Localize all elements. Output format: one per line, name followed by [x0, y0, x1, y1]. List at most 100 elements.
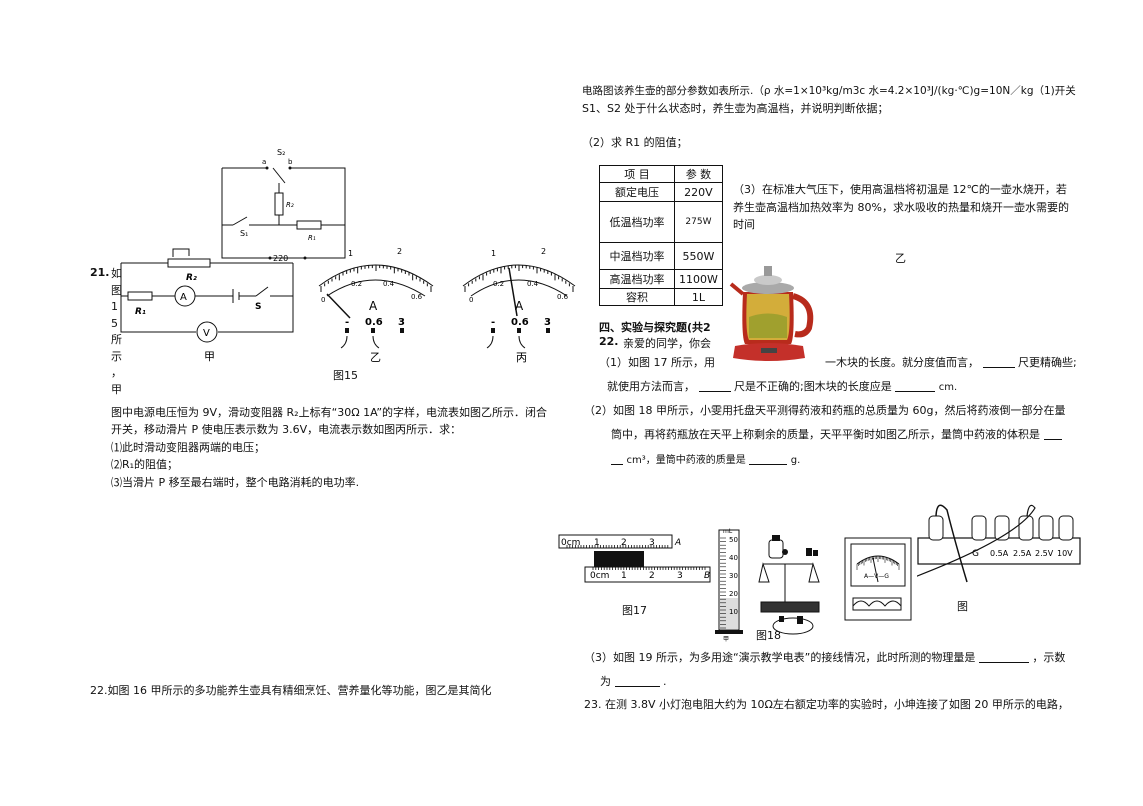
q21-vchar: 1: [111, 300, 118, 313]
label-switch: S: [255, 302, 261, 312]
meter-bing-top-1: 1: [491, 249, 496, 258]
ruler-a-tick-1: 1: [594, 538, 600, 548]
q21-vchar: ，: [111, 366, 122, 379]
figure18-caption: 图18: [756, 629, 781, 642]
table-cell: 1100W: [674, 269, 723, 289]
label-r1-upper: R₁: [308, 234, 316, 242]
q22-3-c: 为: [600, 675, 611, 688]
rulers-figure17: 0cm 1 2 3 A 0cm 1 2 3 B: [558, 534, 711, 583]
meter-bing-b1: 0.2: [493, 280, 504, 288]
q22-1-line: 一木块的长度。就分度值而言， 尺更精确些;: [825, 354, 1077, 370]
meter-yi-b3: 0.6: [411, 293, 423, 301]
meter-yi-caption: 乙: [370, 351, 381, 364]
ruler-a-tick-2: 2: [621, 538, 627, 548]
parameter-table: 项 目 参 数 额定电压 220V 低温档功率 275W 中温档功率 550W …: [599, 165, 723, 306]
table-header-item: 项 目: [599, 165, 675, 183]
cylinder-tick-40: 40: [729, 554, 738, 562]
cylinder-tick-10: 10: [729, 608, 738, 616]
terminal-2-5v: 2.5V: [1035, 549, 1054, 558]
ruler-b-unit: 0cm: [590, 571, 609, 581]
label-b: b: [288, 158, 293, 166]
cylinder-tick-30: 30: [729, 572, 738, 580]
q22-3-line2: 为 .: [600, 673, 667, 689]
q21-vertical-text: 如 图 1 5 所 示 ， 甲: [111, 266, 123, 398]
q21-vchar: 5: [111, 316, 118, 330]
q21-vchar: 所: [111, 333, 122, 346]
table-header-param: 参 数: [674, 165, 723, 183]
ruler-a-unit: 0cm: [561, 538, 580, 548]
blank-length[interactable]: [895, 380, 936, 392]
terminal-g: G: [972, 549, 979, 559]
table-cell: 额定电压: [599, 182, 675, 202]
ruler-b-label: B: [704, 571, 710, 581]
cylinder-tick-50: 50: [729, 536, 738, 544]
table-cell: 220V: [674, 182, 723, 202]
table-cell: 高温档功率: [599, 269, 675, 289]
q22-2-c: cm³，量筒中药液的质量是: [626, 455, 746, 466]
yi-label: 乙: [895, 252, 906, 265]
blank-mass[interactable]: [749, 453, 788, 465]
cylinder-balance-figure18: mL 50 40 30 20 10 甲: [715, 528, 820, 642]
ruler-a-label: A: [674, 538, 681, 548]
demo-meter-figure19: A—V—G: [844, 537, 912, 621]
q22-1-f: cm.: [938, 382, 958, 393]
q22-start: 亲爱的同学，你会: [623, 337, 711, 350]
table-cell: 275W: [674, 201, 723, 243]
ruler-b-tick-2: 2: [649, 571, 655, 581]
meter-bing-t1: -: [491, 317, 495, 328]
blank-quantity[interactable]: [978, 651, 1029, 663]
figure17-caption: 图17: [622, 604, 647, 617]
q22-1-d: 就使用方法而言，: [607, 380, 695, 393]
section4-heading: 四、实验与探究题(共2: [599, 321, 711, 334]
figure15-caption: 图15: [333, 369, 358, 382]
meter-yi-zero: 0: [321, 296, 325, 304]
terminal-2-5a: 2.5A: [1013, 549, 1032, 558]
figure19-caption: 图: [957, 600, 968, 613]
table-cell: 1L: [674, 288, 723, 306]
q22-number: 22.: [599, 335, 619, 348]
terminal-10v: 10V: [1057, 549, 1073, 558]
label-a: a: [262, 158, 266, 166]
meter-yi-b1: 0.2: [351, 280, 362, 288]
q22-1-e: 尺是不正确的;图木块的长度应是: [734, 380, 892, 393]
meter-bing-top-2: 2: [541, 247, 546, 256]
blank-incorrect-ruler[interactable]: [698, 380, 731, 392]
label-220: 220: [273, 254, 288, 263]
meter-bing-unit: A: [515, 299, 524, 313]
blank-volume-cont[interactable]: [611, 453, 623, 465]
meter-yi-top-2: 2: [397, 247, 402, 256]
meter-bing-b3: 0.6: [557, 293, 569, 301]
q21-line-4: ⑵R₁的阻值；: [111, 458, 179, 471]
q22-2-d: g.: [790, 455, 801, 466]
cylinder-unit: mL: [723, 528, 733, 535]
q22-3-d: .: [663, 675, 667, 688]
ruler-b-tick-3: 3: [677, 571, 683, 581]
q22-2-a: （2）如图 18 甲所示，小雯用托盘天平测得药液和药瓶的总质量为 60g，然后将…: [584, 404, 1066, 417]
meter-yi-top-1: 1: [348, 249, 353, 258]
circuit-jia-diagram: R₂ R₁ A V S 甲: [120, 248, 294, 363]
q21-number: 21.: [90, 266, 110, 279]
label-r1: R₁: [135, 307, 146, 317]
q21-line-3: ⑴此时滑动变阻器两端的电压；: [111, 441, 265, 454]
meter-yi-t1: -: [345, 317, 349, 328]
cylinder-caption: 甲: [723, 636, 729, 642]
blank-precise-ruler[interactable]: [982, 356, 1015, 368]
q23-line: 23. 在测 3.8V 小灯泡电阻大约为 10Ω左右额定功率的实验时，小坤连接了…: [584, 698, 1069, 711]
blank-reading[interactable]: [614, 675, 660, 687]
table-cell: 低温档功率: [599, 201, 675, 243]
q22-1-c: 尺更精确些;: [1018, 356, 1077, 369]
blank-volume[interactable]: [1043, 428, 1062, 440]
q21-vchar: 示: [111, 349, 122, 363]
q3-line-2: 养生壶高温档加热效率为 80%，求水吸收的热量和烧开一壶水需要的: [733, 201, 1069, 214]
kettle-image: [723, 262, 823, 366]
meter-yi-t3: 3: [398, 317, 405, 328]
q22-2-b: 筒中，再将药瓶放在天平上称剩余的质量，天平平衡时如图乙所示，量筒中药液的体积是: [611, 428, 1040, 441]
ammeter-bing: 1 2 0 0.2 0.4 0.6 A - 0.6 3 丙: [462, 247, 576, 364]
table-cell: 容积: [599, 288, 675, 306]
right-line-1: 电路图该养生壶的部分参数如表所示.（ρ 水=1×10³kg/m3c 水=4.2×…: [582, 85, 1076, 97]
label-jia: 甲: [204, 350, 215, 363]
meter-yi-t2: 0.6: [365, 317, 383, 328]
label-r2-upper: R₂: [286, 201, 294, 209]
q22-3-b: ，示数: [1032, 651, 1066, 664]
q21-vchar: 如: [111, 267, 122, 280]
